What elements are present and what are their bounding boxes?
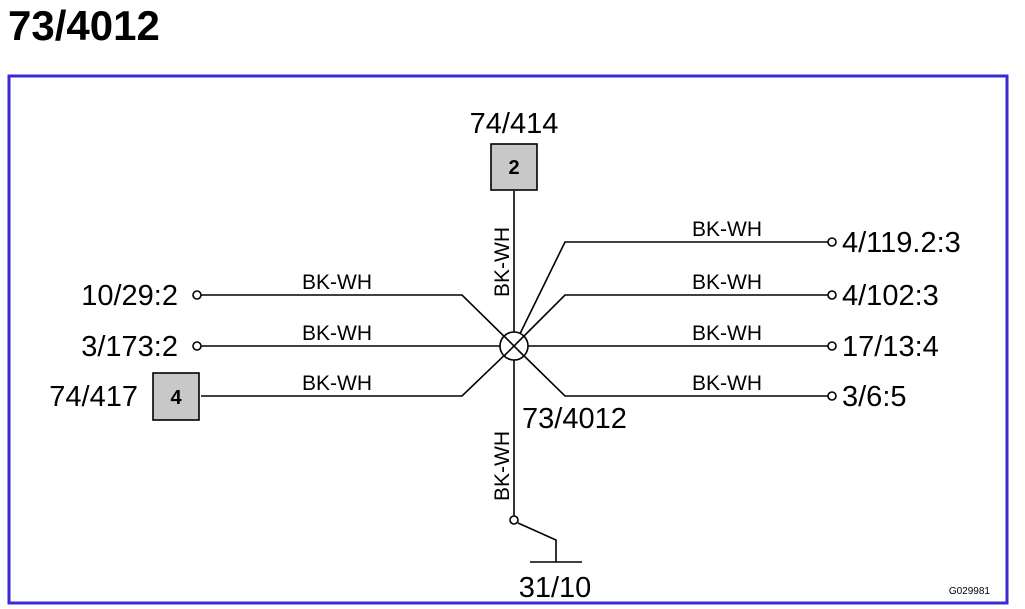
wire-right-3-label: BK-WH (692, 322, 762, 345)
wire-left-1 (200, 294, 515, 347)
right-terminal-3-icon (827, 341, 837, 351)
wire-right-1-label: BK-WH (692, 218, 762, 241)
wire-right-4 (513, 345, 828, 397)
top-connector-box (490, 143, 538, 191)
splice-icon (499, 331, 529, 361)
wire-right-1 (513, 241, 828, 347)
page-title: 73/4012 (8, 2, 160, 49)
right-terminal-1-label: 4/119.2:3 (842, 227, 961, 259)
ground-icon (509, 515, 582, 563)
top-connector-pin: 2 (508, 157, 519, 179)
wire-left-1-label: BK-WH (302, 271, 372, 294)
wire-top-label: BK-WH (491, 227, 514, 297)
left-connector-pin: 4 (170, 387, 182, 409)
wire-left-3 (201, 345, 515, 397)
wire-left-3-label: BK-WH (302, 372, 372, 395)
left-terminal-1-label: 10/29:2 (81, 280, 178, 312)
ground-label: 31/10 (519, 572, 592, 604)
right-terminal-2-icon (827, 290, 837, 300)
left-terminal-2-label: 3/173:2 (81, 331, 178, 363)
top-connector-label: 74/414 (470, 108, 559, 140)
left-connector-box (152, 372, 200, 421)
left-connector-label: 74/417 (49, 381, 138, 413)
wire-bottom-label: BK-WH (491, 431, 514, 501)
wire-right-4-label: BK-WH (692, 372, 762, 395)
right-terminal-4-icon (827, 391, 837, 401)
right-terminal-4-label: 3/6:5 (842, 381, 907, 413)
splice-label: 73/4012 (522, 403, 627, 435)
wire-right-2-label: BK-WH (692, 271, 762, 294)
wire-left-2-label: BK-WH (302, 322, 372, 345)
diagram-frame (7, 74, 1009, 605)
left-terminal-1-icon (192, 290, 202, 300)
right-terminal-2-label: 4/102:3 (842, 280, 939, 312)
left-terminal-2-icon (192, 341, 202, 351)
figure-code: G029981 (949, 586, 991, 597)
right-terminal-3-label: 17/13:4 (842, 331, 939, 363)
wire-right-2 (513, 294, 828, 347)
right-terminal-1-icon (827, 237, 837, 247)
